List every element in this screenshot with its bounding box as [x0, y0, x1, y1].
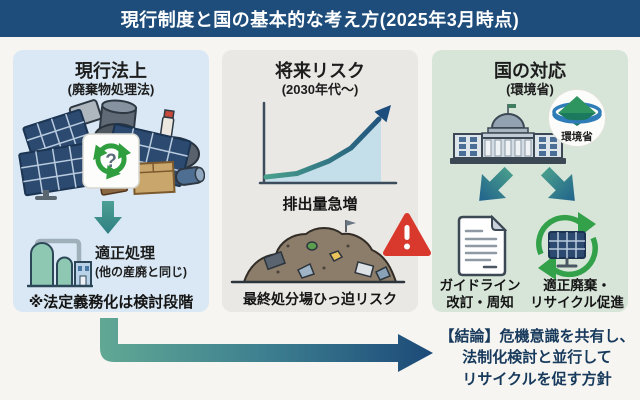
waste-pile-icon: ?: [18, 99, 205, 200]
page-title: 現行制度と国の基本的な考え方(2025年3月時点): [120, 9, 520, 30]
solar-recycle-icon: [536, 212, 598, 280]
panel-current-law-title: 現行法上: [75, 61, 147, 81]
conclusion-arrow: [100, 318, 433, 372]
panel-gov-response-subtitle: (環境省): [506, 82, 554, 97]
panel-future-risk-subtitle: (2030年代〜): [281, 82, 359, 97]
panel-gov-response: 国の対応 (環境省): [432, 50, 628, 312]
landfill-icon: [230, 220, 406, 284]
emissions-growth-chart: [258, 101, 398, 185]
ministry-badge: 環境省: [548, 89, 606, 147]
legal-obligation-note: ※法定義務化は検討段階: [28, 294, 194, 311]
diagonal-arrow-left-icon: [479, 166, 514, 201]
proper-treatment-label-group: 適正処理 (他の産廃と同じ): [95, 242, 207, 280]
document-icon: [457, 214, 508, 277]
question-mark: ?: [105, 151, 117, 172]
guideline-caption: ガイドライン 改訂・周知: [439, 278, 521, 310]
recycle-question-icon: ?: [82, 133, 140, 189]
factory-icon: [27, 238, 93, 288]
bottle-icon: [159, 109, 175, 139]
government-building-icon: [450, 104, 566, 164]
panel-future-risk: 将来リスク (2030年代〜) 排出量急増: [222, 50, 431, 312]
moe-logo-mountain-icon: [558, 96, 596, 113]
panel-current-law-subtitle: (廃棄物処理法): [67, 82, 155, 97]
recycle-promotion-caption: 適正廃棄・ リサイクル促進: [530, 278, 624, 310]
warning-icon: [383, 213, 431, 256]
landfill-caption: 最終処分場ひっ迫リスク: [243, 291, 397, 307]
chart-caption: 排出量急増: [282, 196, 358, 213]
flag-icon: [346, 220, 356, 226]
panel-gov-response-title: 国の対応: [494, 61, 566, 81]
panel-future-risk-title: 将来リスク: [275, 61, 365, 81]
conclusion-text: 【結論】危機意識を共有し、 法制化検討と並行して リサイクルを促す方針: [439, 328, 635, 388]
proper-treatment-subtitle: (他の産廃と同じ): [95, 265, 187, 279]
panel-current-law: 現行法上 (廃棄物処理法): [13, 50, 209, 312]
header-banner: 現行制度と国の基本的な考え方(2025年3月時点): [0, 0, 640, 37]
down-arrow-icon: [94, 201, 122, 234]
ministry-badge-label: 環境省: [561, 130, 593, 143]
proper-treatment-title: 適正処理: [95, 245, 156, 262]
diagonal-arrow-right-icon: [540, 166, 575, 201]
